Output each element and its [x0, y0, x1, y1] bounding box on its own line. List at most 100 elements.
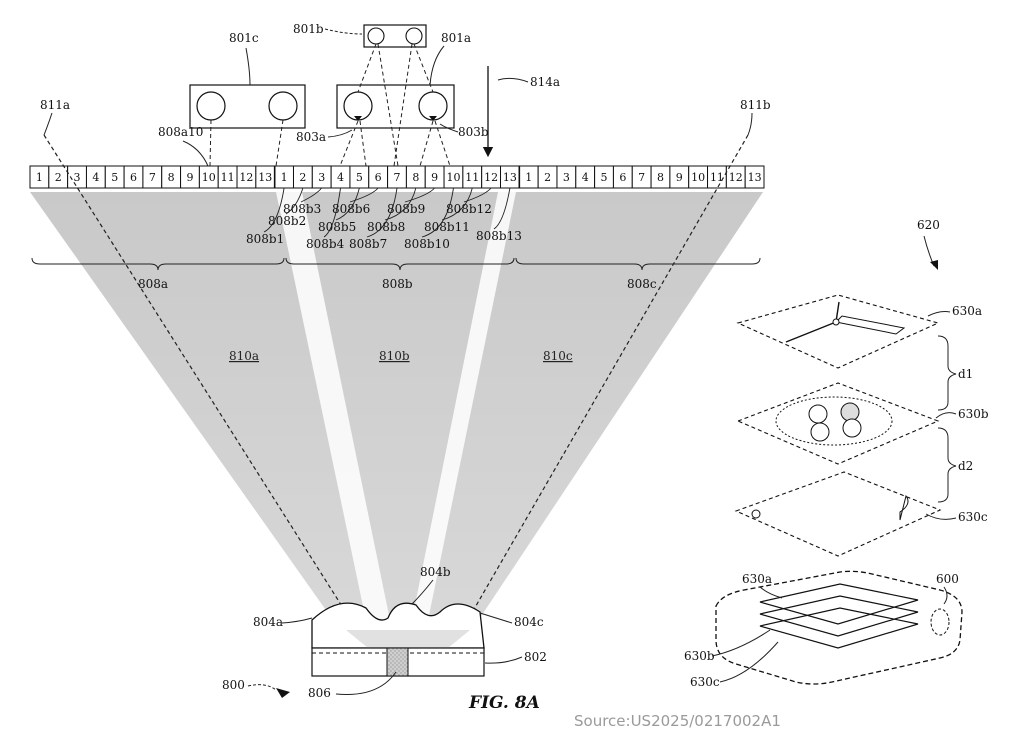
label-600: 600: [936, 572, 959, 586]
eye-pair-801b: [363, 24, 427, 48]
layer-630b-exploded: [736, 382, 940, 465]
pixel-cell-label: 7: [638, 171, 645, 184]
label-801c: 801c: [229, 31, 259, 45]
pixel-cell-label: 4: [582, 171, 589, 184]
source-caption: Source:US2025/0217002A1: [574, 712, 781, 730]
bracket-d2: [937, 427, 957, 503]
brace-808c: [515, 257, 761, 271]
pixel-cell-label: 11: [221, 171, 235, 184]
pixel-cell-label: 7: [149, 171, 156, 184]
pixel-cell-label: 7: [394, 171, 401, 184]
left-eye-icon: [367, 27, 385, 45]
bracket-d1: [937, 335, 957, 411]
label-d1: d1: [958, 367, 973, 381]
figure-title: FIG. 8A: [468, 693, 540, 713]
pixel-cell-label: 11: [465, 171, 479, 184]
pixel-cell: [744, 165, 765, 189]
pixel-cell-label: 12: [484, 171, 498, 184]
display-pixel-806: [386, 647, 409, 677]
pixel-cell-label: 12: [239, 171, 253, 184]
label-802: 802: [524, 650, 547, 664]
brace-808a: [31, 257, 285, 271]
label-804c: 804c: [514, 615, 544, 629]
lens-assembly: [311, 602, 485, 677]
right-eye-icon: [405, 27, 423, 45]
subpixel-label-808b12: 808b12: [446, 202, 492, 216]
subpixel-label-808b3: 808b3: [283, 202, 321, 216]
label-803b: 803b: [458, 125, 489, 139]
pixel-cell-label: 3: [563, 171, 570, 184]
label-d2: d2: [958, 459, 973, 473]
label-630c-bottom: 630c: [690, 675, 720, 689]
pixel-cell-label: 8: [412, 171, 419, 184]
pixel-cell-label: 5: [111, 171, 118, 184]
pixel-cell-label: 3: [318, 171, 325, 184]
subpixel-label-808b9: 808b9: [387, 202, 425, 216]
subpixel-label-808b5: 808b5: [318, 220, 356, 234]
label-808a: 808a: [138, 277, 168, 291]
pixel-cell-label: 8: [168, 171, 175, 184]
label-806: 806: [308, 686, 331, 700]
pixel-cell-label: 9: [186, 171, 193, 184]
label-630c-top: 630c: [958, 510, 988, 524]
layer-630c-exploded: [734, 471, 942, 557]
pixel-cell-label: 1: [36, 171, 43, 184]
pixel-cell-label: 1: [525, 171, 532, 184]
light-cone-region: [30, 192, 763, 630]
pixel-cell-label: 13: [258, 171, 272, 184]
subpixel-label-808b2: 808b2: [268, 214, 306, 228]
label-801b: 801b: [293, 22, 324, 36]
brace-808b: [285, 257, 515, 271]
subpixel-label-808b7: 808b7: [349, 237, 387, 251]
pixel-cell-label: 6: [619, 171, 626, 184]
subpixel-label-808b4: 808b4: [306, 237, 345, 251]
subpixel-label-808b1: 808b1: [246, 232, 284, 246]
pixel-cell-label: 5: [601, 171, 608, 184]
gap-beam-left: [276, 192, 392, 630]
label-814a: 814a: [530, 75, 560, 89]
subpixel-label-808b10: 808b10: [404, 237, 450, 251]
subpixel-label-808b6: 808b6: [332, 202, 370, 216]
pixel-cell-label: 10: [202, 171, 216, 184]
right-eye-icon: [268, 91, 298, 121]
pixel-cell-label: 2: [299, 171, 306, 184]
subpixel-label-808b11: 808b11: [424, 220, 470, 234]
label-804b: 804b: [420, 565, 451, 579]
gap-beam-right: [410, 192, 516, 630]
label-808b: 808b: [382, 277, 413, 291]
pixel-cell-label: 6: [130, 171, 137, 184]
pixel-cell-label: 9: [676, 171, 683, 184]
eye-pair-801a: [336, 84, 455, 129]
subpixel-label-808b13: 808b13: [476, 229, 522, 243]
left-eye-icon: [196, 91, 226, 121]
left-eye-icon: [343, 91, 373, 121]
label-810c: 810c: [543, 349, 573, 363]
pixel-cell-label: 13: [503, 171, 517, 184]
right-eye-icon: [418, 91, 448, 121]
label-804a: 804a: [253, 615, 283, 629]
pixel-cell-label: 12: [729, 171, 743, 184]
label-811a: 811a: [40, 98, 70, 112]
pixel-cell-label: 5: [356, 171, 363, 184]
label-808a10: 808a10: [158, 125, 203, 139]
label-630b-top: 630b: [958, 407, 989, 421]
pixel-cell-label: 2: [55, 171, 62, 184]
light-cone: [30, 192, 763, 630]
label-620: 620: [917, 218, 940, 232]
pixel-cell-label: 1: [281, 171, 288, 184]
pixel-cell-label: 8: [657, 171, 664, 184]
label-801a: 801a: [441, 31, 471, 45]
pixel-cell-label: 4: [337, 171, 344, 184]
pixel-cell-label: 2: [544, 171, 551, 184]
pixel-cell-label: 3: [74, 171, 81, 184]
label-800: 800: [222, 678, 245, 692]
subpixel-labels: 808b1808b2808b3808b4808b5808b6808b7808b8…: [246, 187, 522, 251]
label-630a-bottom: 630a: [742, 572, 772, 586]
viewing-rays: [209, 43, 451, 167]
label-810b: 810b: [379, 349, 410, 363]
watch-device-600: [715, 570, 963, 685]
ray-811b: [461, 134, 749, 631]
edge-rays: [43, 134, 749, 631]
